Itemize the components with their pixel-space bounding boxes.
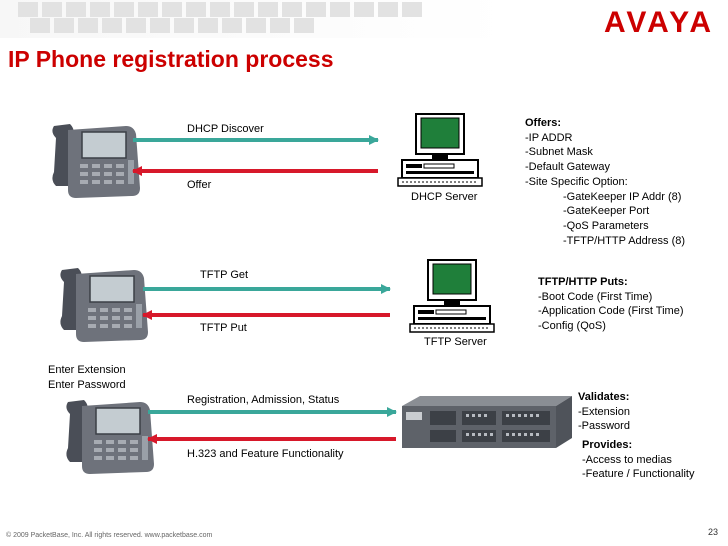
tftp-server-icon — [409, 259, 495, 333]
header-tile — [210, 2, 230, 17]
header-tile — [330, 2, 350, 17]
offers-title: Offers: — [525, 117, 562, 129]
tftp-server-label: TFTP Server — [424, 336, 487, 348]
list-item: -QoS Parameters — [563, 219, 649, 232]
list-item: -Site Specific Option: — [525, 175, 628, 188]
header-tile — [78, 18, 98, 33]
header-tile — [126, 18, 146, 33]
header-tile — [186, 2, 206, 17]
offer-label: Offer — [187, 179, 212, 191]
header-tile — [150, 18, 170, 33]
header-tile — [270, 18, 290, 33]
header-tile — [258, 2, 278, 17]
dhcp-discover-label: DHCP Discover — [187, 123, 264, 135]
header-tile — [294, 18, 314, 33]
list-item: Enter Password — [48, 378, 126, 391]
provides-title: Provides: — [582, 439, 633, 451]
list-item: -Subnet Mask — [525, 146, 593, 159]
list-item: -Password — [578, 420, 630, 433]
list-item: -Access to medias — [582, 453, 672, 466]
header-tile — [90, 2, 110, 17]
list-item: -Application Code (First Time) — [538, 305, 684, 318]
registration-label: Registration, Admission, Status — [187, 394, 340, 406]
avaya-logo: AVAYA — [603, 6, 714, 39]
h323-label: H.323 and Feature Functionality — [187, 448, 344, 460]
offers-list: Offers: -IP ADDR -Subnet Mask -Default G… — [525, 116, 685, 248]
header-tile — [198, 18, 218, 33]
header-tile — [42, 2, 62, 17]
header-tile — [306, 2, 326, 17]
list-item: -IP ADDR — [525, 131, 573, 144]
header-tile — [102, 18, 122, 33]
header-tile — [30, 18, 50, 33]
header-tile — [234, 2, 254, 17]
header-tile — [114, 2, 134, 17]
header-band — [0, 0, 728, 38]
header-tile — [222, 18, 242, 33]
validates-list: Validates: -Extension -Password — [578, 390, 630, 434]
validates-title: Validates: — [578, 391, 630, 403]
dhcp-server-label: DHCP Server — [411, 191, 478, 203]
header-tile — [354, 2, 374, 17]
tftp-put-label: TFTP Put — [200, 322, 247, 334]
list-item: -Feature / Functionality — [582, 468, 695, 481]
list-item: -Config (QoS) — [538, 320, 606, 333]
dhcp-server-icon — [397, 113, 483, 187]
list-item: -TFTP/HTTP Address (8) — [563, 234, 686, 247]
page-title: IP Phone registration process — [8, 46, 334, 72]
header-tile — [174, 18, 194, 33]
header-tile — [282, 2, 302, 17]
page-number: 23 — [707, 527, 718, 537]
header-tile — [378, 2, 398, 17]
header-tile — [66, 2, 86, 17]
tftp-puts-title: TFTP/HTTP Puts: — [538, 276, 628, 288]
list-item: -GateKeeper Port — [563, 205, 650, 218]
header-tile — [54, 18, 74, 33]
ip-phone-icon — [51, 123, 141, 199]
tftp-puts-list: TFTP/HTTP Puts: -Boot Code (First Time) … — [538, 275, 684, 334]
header-tile — [18, 2, 38, 17]
footer-copyright: © 2009 PacketBase, Inc. All rights reser… — [6, 532, 213, 539]
header-tile — [246, 18, 266, 33]
provides-list: Provides: -Access to medias -Feature / F… — [582, 438, 695, 482]
ip-phone-icon — [59, 267, 149, 343]
tftp-get-label: TFTP Get — [200, 269, 249, 281]
list-item: -Boot Code (First Time) — [538, 290, 653, 303]
list-item: -Extension — [578, 405, 630, 418]
user-actions: Enter Extension Enter Password — [48, 363, 126, 392]
list-item: -Default Gateway — [525, 161, 610, 174]
list-item: -GateKeeper IP Addr (8) — [563, 190, 682, 203]
header-tile — [138, 2, 158, 17]
header-tile — [162, 2, 182, 17]
ip-phone-icon — [65, 399, 155, 475]
list-item: Enter Extension — [48, 364, 126, 376]
header-tile — [402, 2, 422, 17]
media-gateway-icon — [402, 396, 572, 448]
